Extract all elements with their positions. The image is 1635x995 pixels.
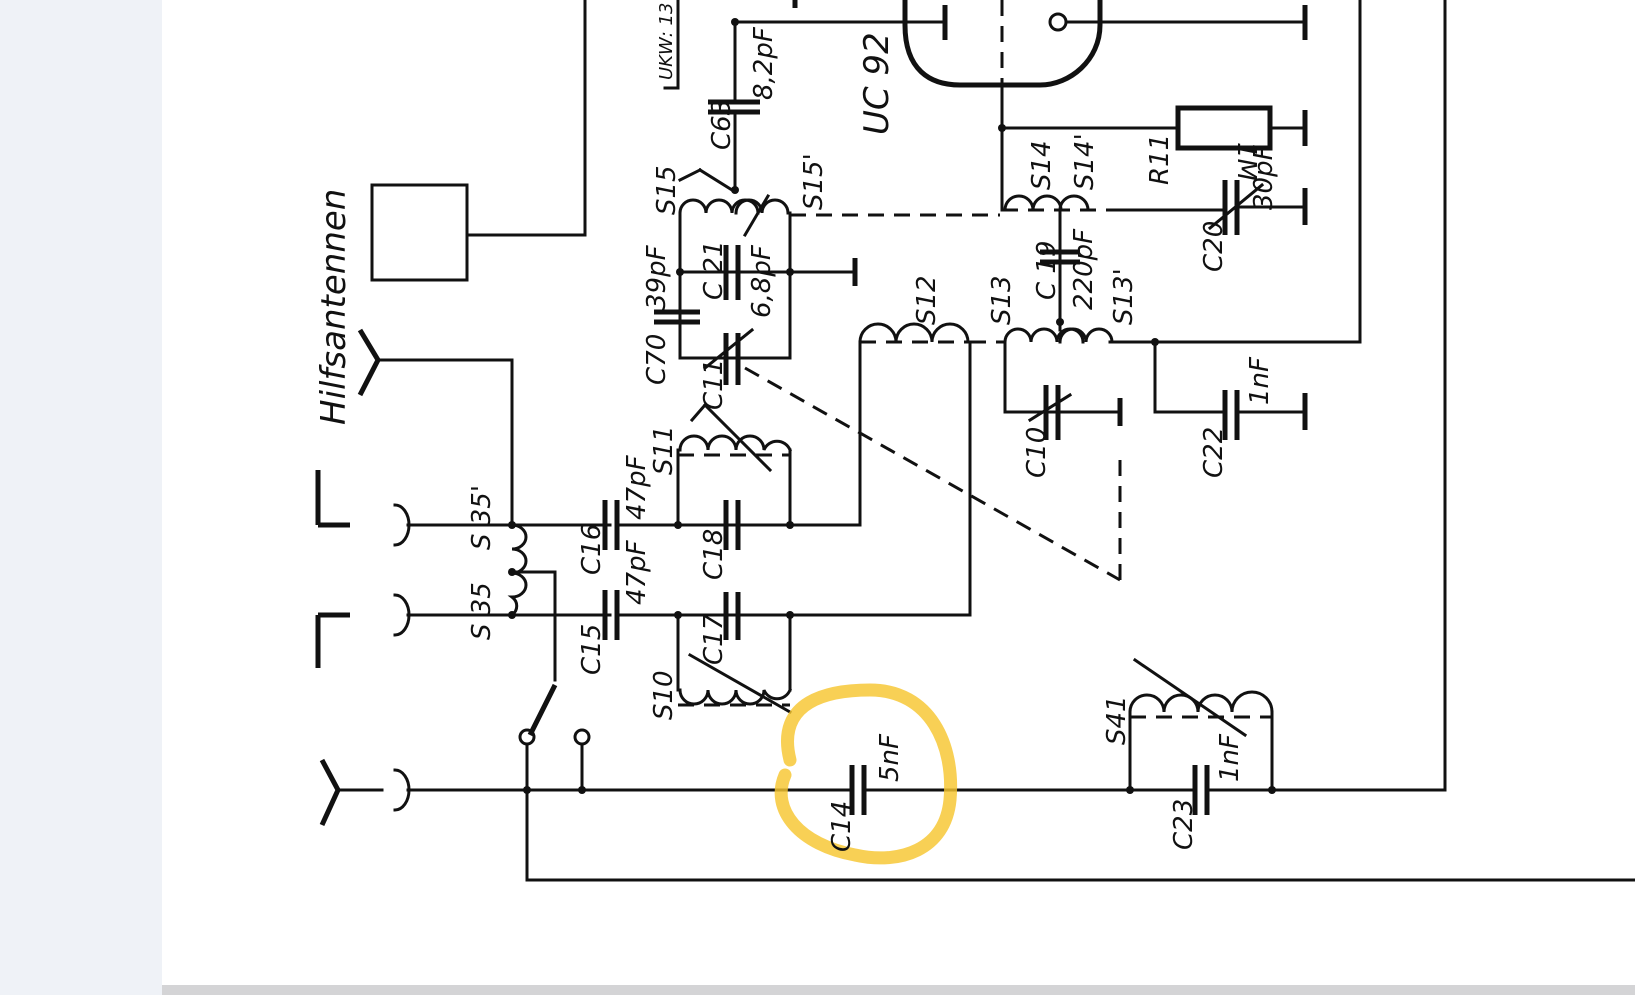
label-c23: C23	[1169, 799, 1199, 850]
label-resistor-1m: 1M	[1231, 142, 1261, 181]
main-antenna-arrow	[319, 758, 341, 827]
tube-uc92-envelope	[902, 0, 1103, 88]
label-s14-prime: S14'	[1070, 133, 1100, 190]
label-c14-value: 5nF	[875, 733, 905, 782]
label-c17: C17	[699, 613, 729, 665]
label-c63-value: 8,2pF	[749, 26, 779, 100]
label-s10: S10	[649, 670, 679, 720]
label-hilfsantennen: Hilfsantennen	[314, 189, 354, 425]
label-c15-value: 47pF	[622, 539, 652, 605]
s41-coil	[1128, 690, 1274, 714]
label-c22-value: 1nF	[1245, 356, 1275, 405]
schematic-page	[162, 0, 1635, 985]
viewer-sidebar	[0, 0, 162, 995]
label-c19: C 19	[1032, 240, 1062, 300]
gang-tuning-link	[744, 366, 1121, 582]
label-c70: C70	[642, 334, 672, 385]
label-c14: C14	[827, 801, 857, 852]
label-c18: C18	[699, 529, 729, 580]
s10-coil	[678, 688, 792, 706]
label-c10: C10	[1022, 427, 1052, 478]
label-ukw: UKW: 13	[656, 3, 677, 80]
label-c11: C11	[699, 359, 729, 410]
label-c63: C63	[707, 99, 737, 150]
c14-highlight-circle	[774, 683, 958, 865]
label-s15-prime: S15'	[799, 153, 829, 210]
label-c20-value: 30pF	[1249, 144, 1279, 210]
label-c16-value: 47pF	[622, 454, 652, 520]
s11-coil	[678, 434, 792, 452]
label-s15: S15	[652, 165, 682, 215]
label-s11: S11	[649, 425, 679, 475]
label-c70-value: 39pF	[642, 244, 672, 310]
switch-lever[interactable]	[527, 683, 558, 737]
label-c21: C 21	[699, 240, 729, 300]
s15-coil	[678, 198, 760, 215]
label-s35: S 35	[467, 582, 497, 640]
s13-coil	[1003, 327, 1085, 344]
horizontal-scrollbar[interactable]	[162, 985, 1635, 995]
label-c22: C22	[1199, 427, 1229, 478]
label-s41: S41	[1102, 695, 1132, 745]
label-r11: R11	[1145, 134, 1175, 185]
label-s35-prime: S 35'	[467, 485, 497, 550]
label-c20: C20	[1199, 221, 1229, 272]
tube-anode	[1048, 12, 1068, 32]
label-s12: S12	[912, 275, 942, 325]
label-uc92: UC 92	[857, 32, 897, 135]
label-c15: C15	[577, 624, 607, 675]
hilfsantennen-arrow	[357, 328, 381, 397]
label-s13-prime: S13'	[1109, 268, 1139, 325]
label-c16: C16	[577, 524, 607, 575]
antenna-box	[370, 183, 469, 282]
s14-coil	[1003, 194, 1063, 212]
label-s13: S13	[987, 275, 1017, 325]
label-c23-value: 1nF	[1215, 733, 1245, 782]
antenna-box-wire	[465, 0, 587, 237]
label-s14: S14	[1027, 140, 1057, 190]
label-c19-value: 220pF	[1069, 228, 1099, 310]
label-c21-value: 6,8pF	[747, 244, 777, 318]
s12-coil	[858, 322, 970, 344]
